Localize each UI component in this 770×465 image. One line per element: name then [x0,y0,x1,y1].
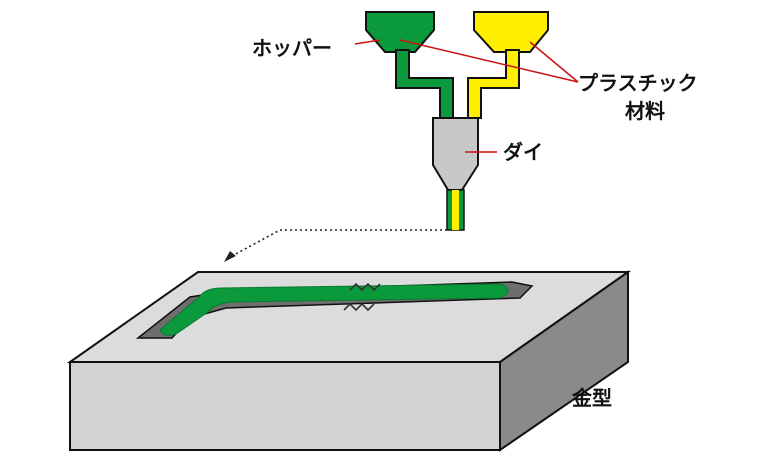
die-label: ダイ [503,140,543,164]
plastic-material-label-2: 材料 [625,99,665,123]
hopper-leader [354,39,381,45]
hopper-label: ホッパー [252,36,332,60]
green-feed-pipe [395,49,454,119]
break-mark-top [349,282,381,292]
flow-arrow [224,229,447,262]
material-leader-green [399,39,579,83]
mold-side-face [499,270,629,452]
extruded-profile [159,283,509,336]
extruded-strand [446,189,465,231]
green-hopper [365,11,435,53]
plastic-material-label: プラスチック [578,71,698,95]
yellow-hopper [473,11,549,53]
yellow-feed-pipe [467,49,520,119]
material-leader-yellow [529,41,579,83]
mold-front-face [69,361,501,451]
mold-label: 金型 [571,386,612,410]
die [432,117,479,191]
break-mark-bottom [343,302,375,312]
